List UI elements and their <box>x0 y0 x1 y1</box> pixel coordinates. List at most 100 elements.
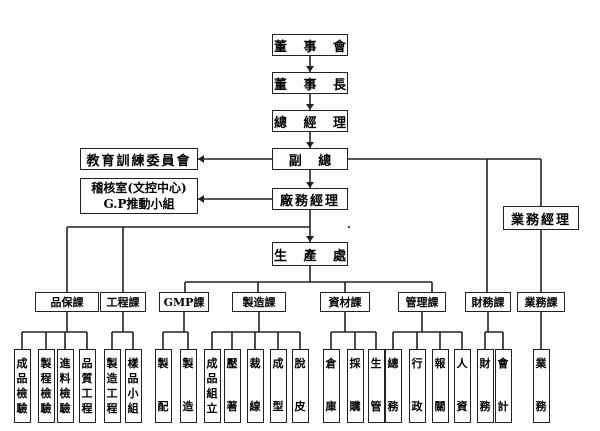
arrow-to-vgm <box>306 142 314 148</box>
unit-char: 造 <box>106 372 118 385</box>
unit-char: 品 <box>206 372 218 385</box>
department-box: 財務課 <box>465 292 511 312</box>
unit-char: 程 <box>40 372 52 385</box>
unit-char: 工 <box>81 387 93 400</box>
department-box: 製造課 <box>232 292 286 312</box>
unit-char: 樣 <box>127 357 139 370</box>
unit-char: 程 <box>106 402 118 415</box>
unit-box: 裁線 <box>246 349 264 423</box>
unit-char: 裁 <box>249 357 261 370</box>
node-sales-manager: 業務經理 <box>503 206 579 230</box>
unit-char: 小 <box>127 387 139 400</box>
unit-char: 組 <box>206 387 218 400</box>
unit-box: 會計 <box>494 349 512 423</box>
unit-box: 成型 <box>269 349 287 423</box>
unit-char: 驗 <box>40 402 52 415</box>
unit-box: 生管 <box>367 349 385 423</box>
unit-box: 樣品小組 <box>124 349 142 423</box>
unit-char: 資 <box>456 400 468 413</box>
unit-char: 業 <box>535 357 547 370</box>
unit-char: 行 <box>411 357 423 370</box>
arrow-to-audit <box>198 195 204 203</box>
unit-char: 成 <box>272 357 284 370</box>
unit-box: 製造工程 <box>103 349 121 423</box>
unit-char: 著 <box>226 400 238 413</box>
unit-char: 成 <box>206 357 218 370</box>
unit-box: 行政 <box>408 349 426 423</box>
unit-char: 總 <box>387 357 399 370</box>
unit-char: 驗 <box>59 402 71 415</box>
unit-box: 脫皮 <box>291 349 309 423</box>
unit-box: 製程檢驗 <box>37 349 55 423</box>
unit-box: 成品檢驗 <box>13 349 31 423</box>
node-production: 生 產 處 <box>272 242 348 266</box>
unit-box: 財務 <box>476 349 494 423</box>
unit-char: 庫 <box>325 400 337 413</box>
unit-char: 生 <box>370 357 382 370</box>
unit-char: 製 <box>40 357 52 370</box>
unit-char: 購 <box>349 400 361 413</box>
unit-char: 檢 <box>40 387 52 400</box>
node-board: 董 事 會 <box>272 34 348 56</box>
unit-char: 線 <box>249 400 261 413</box>
audit-office-label: 稽核室(文控中心) <box>91 181 187 195</box>
arrow-to-gm <box>306 104 314 110</box>
unit-char: 程 <box>81 402 93 415</box>
unit-char: 品 <box>16 372 28 385</box>
unit-char: 財 <box>479 357 491 370</box>
unit-char: 料 <box>59 372 71 385</box>
unit-char: 倉 <box>325 357 337 370</box>
node-audit-office: 稽核室(文控中心) G.P推動小組 <box>80 178 198 214</box>
unit-char: 型 <box>272 400 284 413</box>
department-box: 品保課 <box>35 292 99 312</box>
unit-char: 製 <box>182 357 194 370</box>
unit-char: 壓 <box>226 357 238 370</box>
unit-char: 配 <box>157 400 169 413</box>
unit-char: 皮 <box>294 400 306 413</box>
unit-box: 進料檢驗 <box>56 349 74 423</box>
unit-box: 壓著 <box>223 349 241 423</box>
unit-box: 成品組立 <box>203 349 221 423</box>
unit-char: 計 <box>497 400 509 413</box>
arrow-to-training <box>198 155 204 163</box>
unit-char: 品 <box>81 357 93 370</box>
unit-char: 造 <box>182 400 194 413</box>
arrow-to-factory-manager <box>306 182 314 188</box>
unit-char: 脫 <box>294 357 306 370</box>
unit-char: 人 <box>456 357 468 370</box>
unit-char: 成 <box>16 357 28 370</box>
node-vice-general-manager: 副 總 <box>272 148 348 170</box>
unit-box: 品質工程 <box>78 349 96 423</box>
unit-char: 採 <box>349 357 361 370</box>
unit-box: 業務 <box>532 349 550 423</box>
unit-char: 組 <box>127 402 139 415</box>
unit-box: 總務 <box>384 349 402 423</box>
unit-box: 報關 <box>431 349 449 423</box>
unit-char: 會 <box>497 357 509 370</box>
department-box: 管理課 <box>398 292 446 312</box>
unit-char: 立 <box>206 402 218 415</box>
arrow-to-chairman <box>306 66 314 72</box>
unit-box: 採購 <box>346 349 364 423</box>
unit-char: 務 <box>535 400 547 413</box>
unit-char: 驗 <box>16 402 28 415</box>
department-box: 資材課 <box>320 292 370 312</box>
node-chairman: 董 事 長 <box>272 72 348 94</box>
node-general-manager: 總 經 理 <box>272 110 348 132</box>
unit-char: 工 <box>106 387 118 400</box>
gp-team-label: G.P推動小組 <box>103 197 175 211</box>
unit-box: 倉庫 <box>322 349 340 423</box>
unit-char: 品 <box>127 372 139 385</box>
unit-char: 管 <box>370 400 382 413</box>
department-box: 工程課 <box>100 292 146 312</box>
department-box: 業務課 <box>517 292 565 312</box>
unit-box: 製造 <box>179 349 197 423</box>
unit-box: 製配 <box>154 349 172 423</box>
unit-char: 製 <box>157 357 169 370</box>
unit-char: 政 <box>411 400 423 413</box>
unit-char: 務 <box>387 400 399 413</box>
unit-char: 關 <box>434 400 446 413</box>
department-box: GMP課 <box>159 292 209 312</box>
unit-char: 質 <box>81 372 93 385</box>
